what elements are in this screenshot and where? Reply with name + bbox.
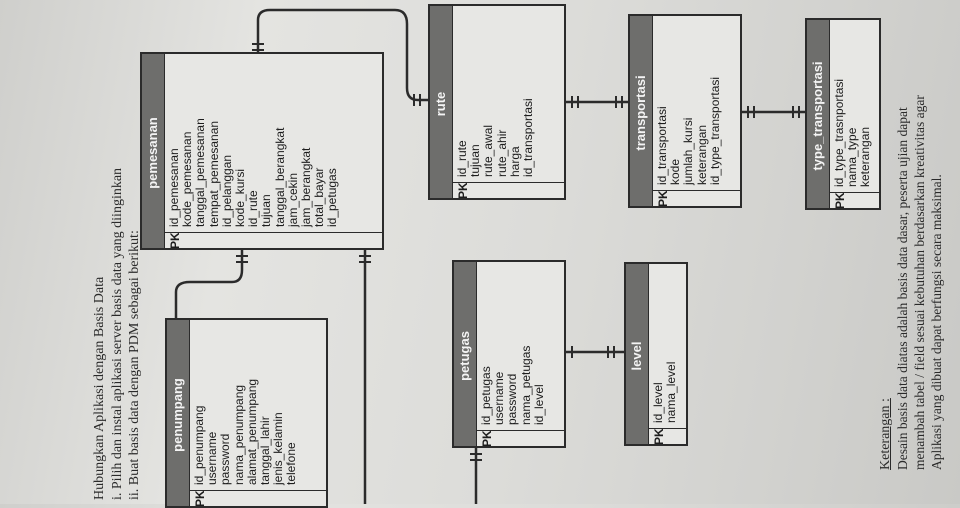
pk-label: PK (653, 190, 740, 206)
field: nama_penumpang (231, 384, 246, 485)
field: tempat_pemesanan (206, 120, 221, 227)
pk-label: PK (190, 490, 326, 506)
field: keterangan (858, 126, 873, 187)
field-list: id_transportasi kode jumlah_kursi ketera… (653, 76, 740, 190)
entity-petugas: petugas PK id_petugas username password … (452, 260, 566, 448)
entity-level: level PK id_level nama_level (624, 262, 688, 446)
entity-title: type_transportasi (807, 20, 829, 208)
entity-title: petugas (454, 262, 476, 446)
entity-rute: rute PK id_rute tujuan rute_awal rute_ah… (428, 4, 566, 200)
entity-title: rute (430, 6, 452, 198)
field-list: id_pemesanan kode_pemesanan tanggal_peme… (165, 118, 382, 232)
field: id_transportasi (521, 98, 536, 177)
note-heading: Keterangan : (878, 398, 893, 470)
entity-title: pemesanan (142, 54, 164, 248)
field: nama_petugas (518, 345, 533, 425)
pk-label: PK (453, 182, 564, 198)
entity-transportasi: transportasi PK id_transportasi kode jum… (628, 14, 742, 208)
entity-title: level (626, 264, 648, 444)
field: tujuan (259, 194, 274, 227)
entity-pemesanan: pemesanan PK id_pemesanan kode_pemesanan… (140, 52, 384, 250)
field-list: id_rute tujuan rute_awal rute_ahir harga… (453, 98, 564, 182)
field-list: id_level nama_level (649, 361, 686, 428)
field: nama_level (664, 361, 679, 423)
pk-label: PK (165, 232, 382, 248)
field: tanggal_berangkat (272, 127, 287, 227)
note-line-2: menambah tabel / field sesuai kebutuhan … (912, 95, 927, 470)
field: telefone (284, 442, 299, 485)
pk-label: PK (830, 192, 879, 208)
pk-label: PK (477, 430, 564, 446)
rel-pemesanan-rute (256, 8, 428, 102)
note-line-3: Aplikasi yang dibuat dapat berfungsi sec… (929, 174, 944, 470)
field: tanggal_pemesanan (193, 118, 208, 227)
entity-title: transportasi (630, 16, 652, 206)
field: rute_awal (481, 124, 496, 177)
entity-penumpang: penumpang PK id_penumpang username passw… (165, 318, 328, 508)
pk-label: PK (649, 428, 686, 444)
field-list: id_penumpang username password nama_penu… (190, 379, 326, 490)
field: id_petugas (325, 168, 340, 227)
note-line-1: Desain basis data diatas adalah basis da… (895, 107, 910, 470)
field-list: id_type_trasnportasi nama_type keteranga… (830, 79, 879, 192)
rel-penumpang-pemesanan (174, 250, 244, 318)
entity-title: penumpang (167, 320, 189, 506)
entity-type-transportasi: type_transportasi PK id_type_trasnportas… (805, 18, 881, 210)
field-list: id_petugas username password nama_petuga… (477, 345, 564, 430)
field: password (505, 373, 520, 425)
field: password (218, 433, 233, 485)
field: id_level (531, 384, 546, 425)
field: rute_ahir (494, 129, 509, 177)
field: keterangan (694, 124, 709, 185)
field: id_type_transportasi (707, 76, 722, 185)
field: jumlah_kursi (681, 117, 696, 185)
